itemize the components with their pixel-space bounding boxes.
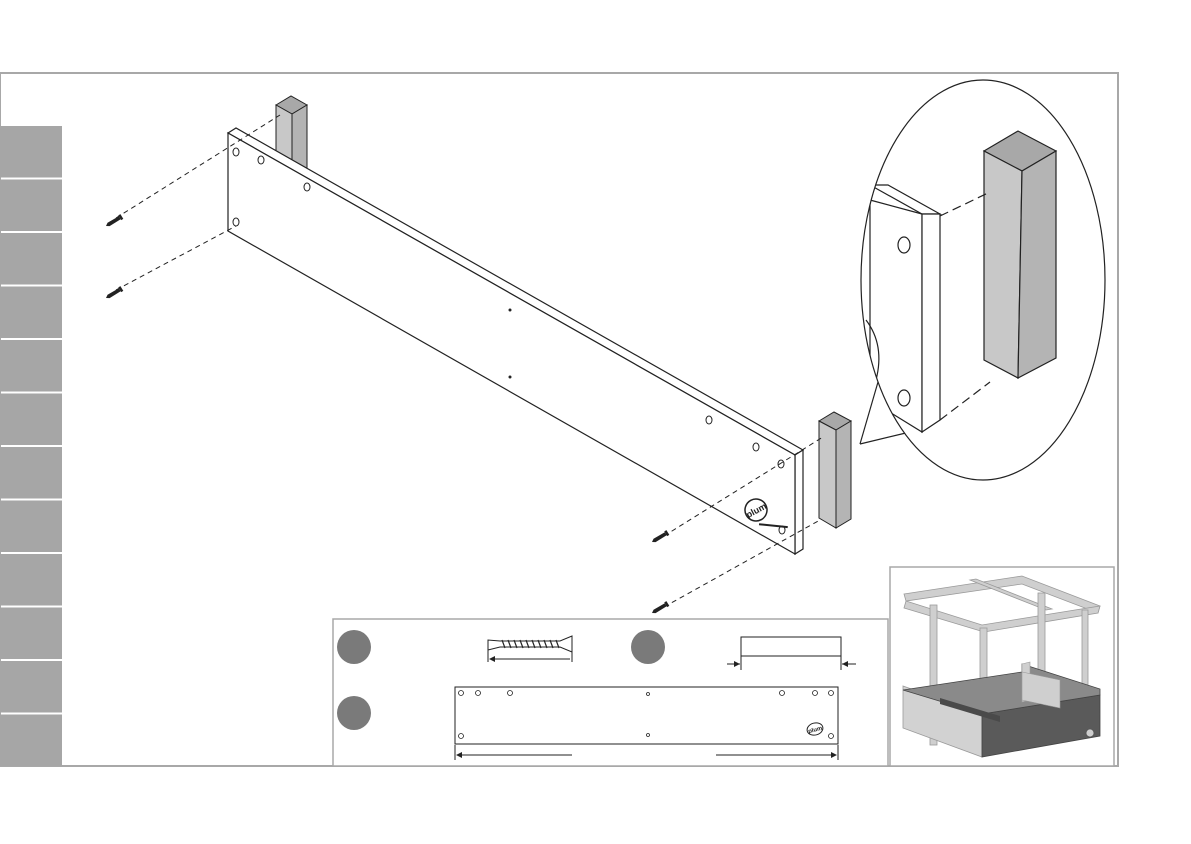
sidebar-tab[interactable] — [0, 394, 62, 446]
board-mark — [509, 309, 512, 312]
zoom-callout — [860, 80, 1107, 480]
screw-icon — [105, 286, 124, 300]
board-hole — [258, 156, 264, 164]
parts-legend: plum — [333, 619, 888, 766]
part-badge — [337, 630, 371, 664]
board-hole — [753, 443, 759, 451]
legend-board-hole — [508, 691, 513, 696]
legend-board-hole — [476, 691, 481, 696]
screw-icon — [651, 530, 670, 544]
sidebar-tab[interactable] — [0, 661, 62, 713]
screw-icon — [651, 601, 670, 615]
legend-board-hole — [647, 693, 650, 696]
sidebar-tab[interactable] — [0, 126, 62, 178]
board-hole — [304, 183, 310, 191]
part-badge — [337, 696, 371, 730]
legend-board-hole — [780, 691, 785, 696]
side-board: plum — [228, 128, 803, 554]
sandpit-preview — [890, 567, 1114, 766]
part-badge — [631, 630, 665, 664]
sidebar-tab[interactable] — [0, 554, 62, 606]
board-hole — [233, 148, 239, 156]
sidebar-tab[interactable] — [0, 180, 62, 232]
legend-board-hole — [829, 734, 834, 739]
sidebar-tabs — [0, 126, 62, 766]
sidebar-tab[interactable] — [0, 233, 62, 285]
sidebar-tab[interactable] — [0, 715, 62, 767]
legend-board-hole — [459, 691, 464, 696]
sidebar-tab[interactable] — [0, 340, 62, 392]
screw-icon — [105, 214, 124, 228]
post-part-icon — [741, 637, 841, 656]
sidebar-tab[interactable] — [0, 501, 62, 553]
sidebar-tab[interactable] — [0, 287, 62, 339]
board-hole — [706, 416, 712, 424]
zoom-board-hole — [898, 390, 910, 406]
zoom-board-hole — [898, 237, 910, 253]
legend-board-hole — [459, 734, 464, 739]
sidebar-tab[interactable] — [0, 447, 62, 499]
board-mark — [509, 376, 512, 379]
post-right — [819, 412, 851, 528]
legend-board-hole — [813, 691, 818, 696]
legend-board-hole — [647, 734, 650, 737]
board-hole — [233, 218, 239, 226]
legend-board-hole — [829, 691, 834, 696]
sidebar-tab[interactable] — [0, 608, 62, 660]
